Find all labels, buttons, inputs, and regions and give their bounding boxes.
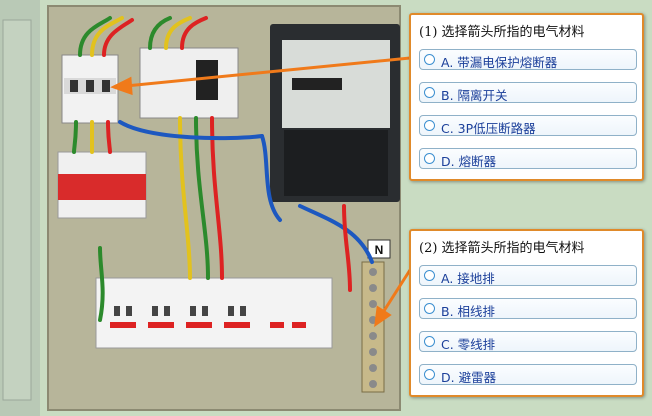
neutral-bar (361, 261, 385, 393)
q2-option-b-label: B. 相线排 (441, 304, 496, 319)
breaker-rail (95, 277, 333, 349)
q2-option-b[interactable]: B. 相线排 (419, 298, 637, 319)
q1-option-b[interactable]: B. 隔离开关 (419, 82, 637, 103)
radio-icon[interactable] (424, 369, 435, 380)
q1-option-d[interactable]: D. 熔断器 (419, 148, 637, 169)
q1-option-b-label: B. 隔离开关 (441, 88, 508, 103)
radio-icon[interactable] (424, 270, 435, 281)
radio-icon[interactable] (424, 336, 435, 347)
q1-option-a[interactable]: A. 带漏电保护熔断器 (419, 49, 637, 70)
q2-option-c[interactable]: C. 零线排 (419, 331, 637, 352)
question-1-title: (1) 选择箭头所指的电气材料 (419, 25, 585, 40)
q1-option-d-label: D. 熔断器 (441, 154, 497, 169)
q2-option-c-label: C. 零线排 (441, 337, 496, 352)
q2-option-d-label: D. 避雷器 (441, 370, 497, 385)
q2-option-a-label: A. 接地排 (441, 271, 495, 286)
radio-icon[interactable] (424, 87, 435, 98)
question-1-panel: (1) 选择箭头所指的电气材料 A. 带漏电保护熔断器 B. 隔离开关 C. 3… (409, 13, 644, 181)
n-label-plate (367, 239, 391, 259)
n-label: N (375, 243, 384, 257)
q2-option-d[interactable]: D. 避雷器 (419, 364, 637, 385)
question-2-title: (2) 选择箭头所指的电气材料 (419, 241, 585, 256)
question-2-panel: (2) 选择箭头所指的电气材料 A. 接地排 B. 相线排 C. 零线排 D. … (409, 229, 644, 397)
q1-option-a-label: A. 带漏电保护熔断器 (441, 55, 558, 70)
q1-option-c[interactable]: C. 3P低压断路器 (419, 115, 637, 136)
q1-option-c-label: C. 3P低压断路器 (441, 121, 536, 136)
radio-icon[interactable] (424, 54, 435, 65)
radio-icon[interactable] (424, 120, 435, 131)
radio-icon[interactable] (424, 303, 435, 314)
q2-option-a[interactable]: A. 接地排 (419, 265, 637, 286)
radio-icon[interactable] (424, 153, 435, 164)
